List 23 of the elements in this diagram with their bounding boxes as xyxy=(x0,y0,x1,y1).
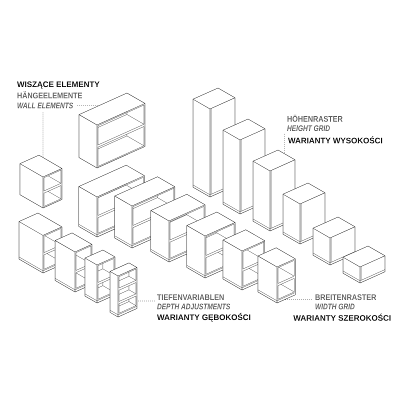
heading: WARIANTY SZEROKOŚCI xyxy=(293,314,391,321)
subheading: TIEFENVARIABLEN xyxy=(157,294,224,300)
cabinet xyxy=(342,246,386,284)
heading: WARIANTY WYSOKOŚCI xyxy=(288,136,382,144)
heading: WARIANTY GĘBOKOŚCI xyxy=(157,312,250,322)
subheading: WIDTH GRID xyxy=(315,304,355,310)
leader-line xyxy=(136,300,156,302)
subheading: HÖHENRASTER xyxy=(287,114,343,122)
subheading: HEIGHT GRID xyxy=(287,125,330,132)
cabinet xyxy=(312,216,356,266)
heading: WISZĄCE ELEMENTY xyxy=(17,81,100,89)
shelf-unit xyxy=(258,248,296,304)
leader-line xyxy=(284,299,312,300)
subheading: HÄNGEELEMENTE xyxy=(17,91,82,98)
subheading: WALL ELEMENTS xyxy=(17,102,74,108)
leader-line xyxy=(76,105,100,106)
cabinet xyxy=(282,182,326,244)
leader-line xyxy=(284,134,285,154)
subheading: DEPTH ADJUSTMENTS xyxy=(157,304,230,310)
subheading: BREITENRASTER xyxy=(315,294,376,300)
leader-line xyxy=(42,112,44,158)
shelf-unit xyxy=(110,262,138,318)
shelf-unit xyxy=(20,154,62,208)
